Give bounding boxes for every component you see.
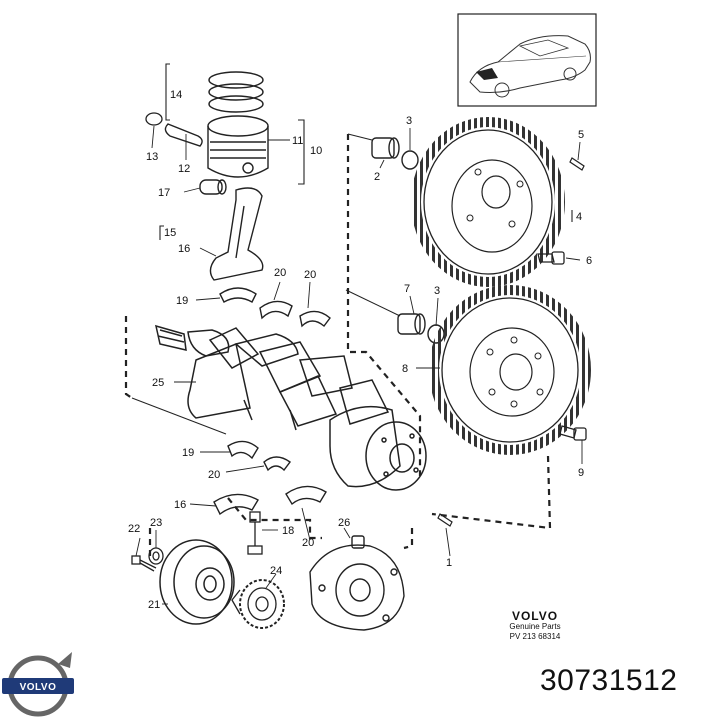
callout-17: 17: [158, 187, 170, 199]
volvo-logo: VOLVO: [2, 652, 74, 717]
assembly-lines: [124, 134, 552, 560]
callout-20-d: 20: [302, 537, 314, 549]
brand-name: VOLVO: [511, 609, 559, 623]
callout-16-top: 16: [178, 243, 190, 255]
bearing-shells-upper: [219, 287, 331, 328]
callout-22: 22: [128, 523, 140, 535]
brand-pv-code: PV 213 68314: [509, 632, 561, 641]
piston: [207, 115, 269, 178]
callout-23: 23: [150, 517, 162, 529]
bearing-shells-lower: [213, 440, 327, 516]
piston-pin: [164, 123, 203, 147]
callout-3-top: 3: [406, 115, 412, 127]
crankshaft: [154, 324, 427, 491]
callout-7: 7: [404, 283, 410, 295]
car-inset: [457, 13, 597, 107]
callout-15: 15: [164, 227, 176, 239]
brackets: [159, 63, 573, 240]
callout-19-top: 19: [176, 295, 188, 307]
callout-12: 12: [178, 163, 190, 175]
flywheel-bolt-lower: [559, 425, 587, 441]
callout-9: 9: [578, 467, 584, 479]
assembly-lines-thin: [131, 133, 401, 435]
callout-20-a: 20: [274, 267, 286, 279]
leader-lines: [135, 125, 583, 605]
callout-21: 21: [148, 599, 160, 611]
callout-14: 14: [170, 89, 182, 101]
pilot-bearing-upper: [371, 137, 419, 170]
part-number: 30731512: [540, 664, 678, 697]
circlip: [145, 112, 163, 126]
piston-rings: [208, 71, 264, 113]
callout-18: 18: [282, 525, 294, 537]
sensor-bolt: [247, 511, 263, 555]
crank-dowel: [437, 513, 453, 527]
flywheel-upper: [411, 117, 565, 287]
timing-gear: [231, 579, 285, 629]
callout-19-bottom: 19: [182, 447, 194, 459]
callout-20-c: 20: [208, 469, 220, 481]
callout-20-b: 20: [304, 269, 316, 281]
callout-3-bottom: 3: [434, 285, 440, 297]
callouts: 14 13 12 11 10 17 15 16 20 20 19 25 19 2…: [128, 89, 592, 611]
callout-26: 26: [338, 517, 350, 529]
volvo-logo-text: VOLVO: [20, 682, 57, 693]
callout-2: 2: [374, 171, 380, 183]
dowel-pin: [569, 157, 585, 171]
connecting-rod: [209, 187, 264, 281]
callout-6: 6: [586, 255, 592, 267]
flywheel-lower: [429, 285, 591, 455]
callout-24: 24: [270, 565, 282, 577]
callout-10: 10: [310, 145, 322, 157]
callout-25: 25: [152, 377, 164, 389]
callout-16-bottom: 16: [174, 499, 186, 511]
oil-pump-housing: [309, 535, 405, 631]
flywheel-bolt-upper: [537, 251, 565, 265]
small-end-bushing: [199, 179, 227, 195]
callout-11: 11: [292, 135, 303, 147]
brand-block: VOLVO Genuine Parts PV 213 68314: [480, 610, 590, 642]
crank-pulley: [159, 539, 235, 625]
brand-subtitle: Genuine Parts: [509, 622, 561, 631]
callout-4: 4: [576, 211, 582, 223]
callout-1: 1: [446, 557, 452, 569]
washer: [148, 547, 164, 565]
callout-5: 5: [578, 129, 584, 141]
callout-13: 13: [146, 151, 158, 163]
callout-8: 8: [402, 363, 408, 375]
